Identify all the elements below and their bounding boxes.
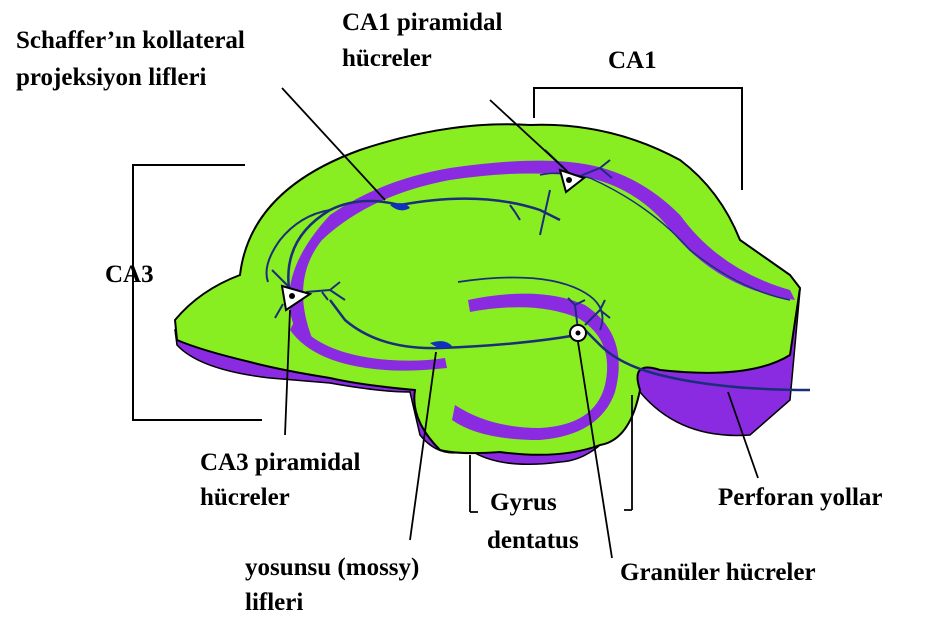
label-ca3-pyramidal-line2: hücreler xyxy=(200,484,290,511)
label-ca1-pyramidal-line2: hücreler xyxy=(342,45,432,72)
label-schaffer-line1: Schaffer’ın kollateral xyxy=(16,27,245,54)
label-ca3-pyramidal-line1: CA3 piramidal xyxy=(200,449,360,476)
label-ca1: CA1 xyxy=(608,47,657,74)
label-ca1-pyramidal-line1: CA1 piramidal xyxy=(342,9,502,36)
ca1-pyramidal-nucleus xyxy=(566,177,572,183)
label-gyrus-dentatus-line1: Gyrus xyxy=(490,489,557,516)
label-gyrus-dentatus-line2: dentatus xyxy=(487,527,579,554)
label-ca3: CA3 xyxy=(105,261,154,288)
label-mossy-line1: yosunsu (mossy) xyxy=(245,554,419,581)
label-mossy-line2: lifleri xyxy=(245,589,303,616)
ca3-pyramidal-nucleus xyxy=(289,293,295,299)
label-granule-cells: Granüler hücreler xyxy=(620,559,816,586)
label-perforant-path: Perforan yollar xyxy=(718,484,883,511)
label-schaffer-line2: projeksiyon lifleri xyxy=(16,64,207,91)
granule-cell-nucleus xyxy=(576,331,581,336)
